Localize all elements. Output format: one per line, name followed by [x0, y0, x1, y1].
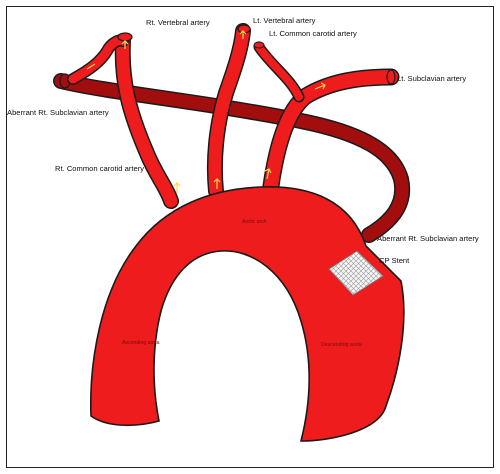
aortic-arch-body — [89, 186, 405, 442]
flow-arrows — [86, 30, 326, 193]
aberrant-rt-subclavian-label-right: Aberrant Rt. Subclavian artery — [377, 234, 479, 243]
aberrant-rt-subclavian-label-left: Aberrant Rt. Subclavian artery — [7, 108, 109, 117]
cp-stent-label: CP Stent — [379, 256, 410, 265]
ascending-aorta-label: Ascending aorta — [122, 340, 160, 346]
lt-vertebral-label: Lt. Vertebral artery — [253, 16, 316, 25]
descending-aorta-label: Descending aorta — [321, 342, 362, 348]
lt-subclavian-label: Lt. Subclavian artery — [397, 74, 466, 83]
aortic-arch-label: Aortic arch — [242, 219, 267, 225]
lt-common-carotid-label: Lt. Common carotid artery — [269, 29, 357, 38]
aortic-arch-diagram: Aortic arch Ascending aorta Descending a… — [7, 16, 479, 442]
rt-common-carotid-label: Rt. Common carotid artery — [55, 164, 144, 173]
figure-frame: Aortic arch Ascending aorta Descending a… — [6, 6, 494, 468]
rt-vertebral-label: Rt. Vertebral artery — [146, 18, 210, 27]
